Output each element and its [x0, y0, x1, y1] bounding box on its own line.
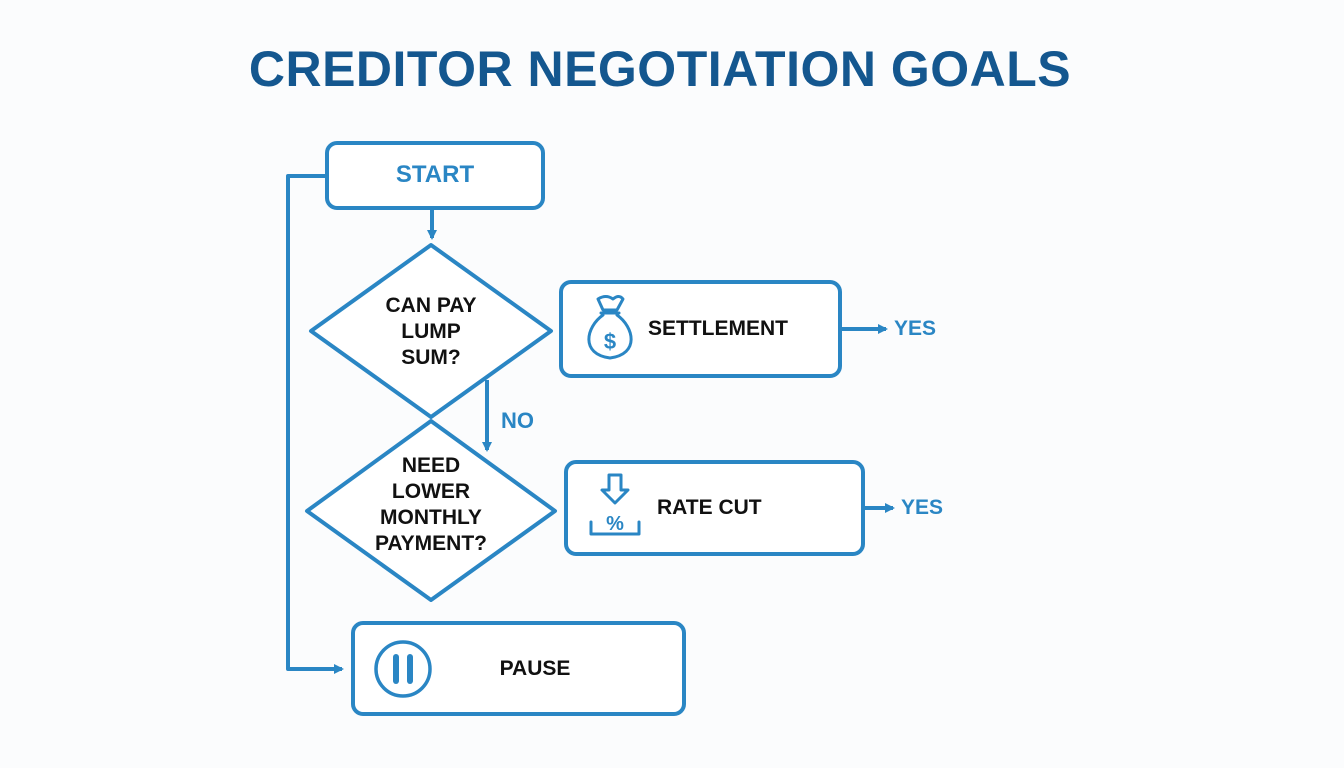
decision2-label: NEED LOWER MONTHLY PAYMENT?: [346, 453, 516, 557]
decision1-line-2: LUMP: [401, 320, 461, 343]
decision1-label: CAN PAY LUMP SUM?: [351, 293, 511, 371]
decision1-line-3: SUM?: [401, 346, 461, 369]
decision2-line-1: NEED: [401, 454, 461, 477]
settlement-yes-label: YES: [894, 317, 937, 340]
decision1-no-label: NO: [501, 408, 534, 433]
decision1-node: [309, 243, 553, 419]
start-label: START: [395, 161, 475, 188]
pause-label: PAUSE: [499, 657, 571, 680]
settlement-label: SETTLEMENT: [648, 317, 788, 340]
rate-cut-label: RATE CUT: [657, 496, 762, 519]
svg-text:%: %: [606, 513, 624, 535]
decision1-line-1: CAN PAY: [385, 294, 477, 317]
pause-node: [351, 621, 686, 716]
rate-cut-yes-label: YES: [901, 496, 944, 519]
decision2-line-4: PAYMENT?: [374, 532, 487, 555]
pause-icon: [374, 640, 432, 698]
svg-text:$: $: [604, 329, 616, 354]
start-to-pause-connector: [286, 174, 344, 674]
decision2-line-3: MONTHLY: [380, 506, 482, 529]
decision2-line-2: LOWER: [391, 480, 471, 503]
diagram-title: CREDITOR NEGOTIATION GOALS: [248, 41, 1072, 97]
decision2-node: [305, 419, 557, 602]
money-bag-icon: $: [587, 295, 633, 360]
percent-down-arrow-icon: %: [589, 473, 641, 536]
